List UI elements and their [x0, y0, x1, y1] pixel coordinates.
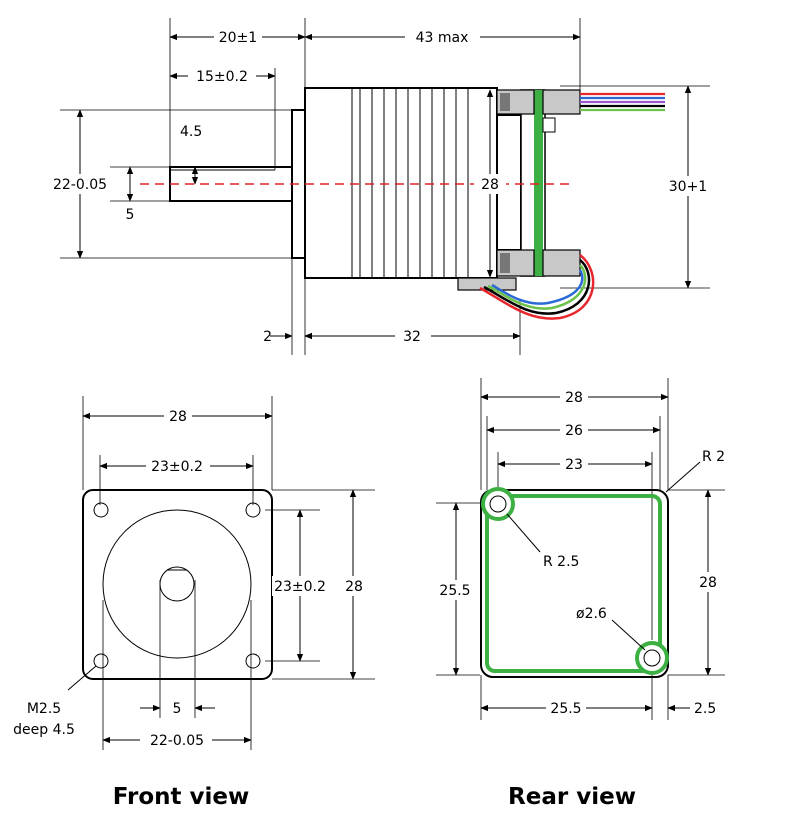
label-rear-left: 25.5 — [439, 583, 470, 599]
cooling-fins — [351, 88, 469, 278]
label-pcb-height: 30+1 — [669, 179, 707, 195]
label-front-holes-h: 23±0.2 — [151, 459, 203, 475]
side-view: 20±1 43 max 15±0.2 4.5 22-0.05 5 28 30+1… — [40, 18, 716, 355]
mount-hole-bl — [93, 653, 109, 669]
label-flat-depth: 4.5 — [180, 124, 202, 140]
label-corner-radius: R 2 — [702, 449, 725, 465]
connector-bottom-right — [542, 249, 581, 277]
label-bg — [272, 576, 328, 596]
label-thread-line1: M2.5 — [27, 701, 61, 717]
rear-hole-br — [643, 649, 661, 667]
label-rear-width: 28 — [565, 390, 583, 406]
label-bg — [560, 454, 588, 474]
mount-hole-tr — [245, 502, 261, 518]
label-bg — [405, 26, 480, 46]
rear-view: 28 26 23 R 2 R 2.5 ø2.6 25.5 28 25.5 2.5… — [436, 378, 725, 810]
label-total-length: 43 max — [416, 30, 469, 46]
label-thread-line2: deep 4.5 — [13, 722, 75, 738]
label-body-length: 32 — [403, 329, 421, 345]
label-bg — [560, 387, 588, 407]
label-pad-radius: R 2.5 — [543, 554, 579, 570]
leader-pad-radius — [506, 513, 541, 553]
label-front-height: 28 — [345, 579, 363, 595]
label-rear-holes: 23 — [565, 457, 583, 473]
label-shaft-visible: 15±0.2 — [196, 69, 248, 85]
label-bg — [140, 730, 212, 750]
label-rear-bottom: 25.5 — [550, 701, 581, 717]
label-bg — [660, 176, 716, 196]
front-shaft — [159, 566, 195, 602]
rear-hole-tl — [489, 495, 507, 513]
label-bg — [188, 66, 256, 86]
label-bg — [395, 326, 431, 346]
label-pilot-dia: 22-0.05 — [53, 177, 107, 193]
label-bg — [164, 406, 192, 426]
label-shaft-length: 20±1 — [219, 30, 257, 46]
wires-top — [580, 92, 665, 112]
label-bg — [40, 174, 118, 194]
label-rear-offset: 2.5 — [694, 701, 716, 717]
label-bg — [436, 580, 474, 600]
leader-hole-dia — [611, 619, 646, 651]
label-shaft-dia: 5 — [126, 207, 135, 223]
label-front-pilot: 22-0.05 — [150, 733, 204, 749]
front-pilot-circle — [102, 509, 252, 659]
rear-pad-br — [635, 641, 669, 675]
label-hole-dia: ø2.6 — [576, 606, 607, 622]
pcb-tab-top — [542, 117, 556, 133]
label-bg — [474, 174, 506, 194]
label-bg — [560, 420, 588, 440]
label-rear-right: 28 — [699, 575, 717, 591]
label-front-holes-v: 23±0.2 — [274, 579, 326, 595]
label-bg — [546, 698, 586, 718]
rear-view-title: Rear view — [508, 784, 636, 810]
connector-pin-top — [500, 93, 510, 111]
label-front-width: 28 — [169, 409, 187, 425]
rear-housing — [480, 489, 669, 678]
label-front-shaft: 5 — [173, 701, 182, 717]
rear-pcb-outline — [485, 494, 662, 673]
label-body-height: 28 — [481, 177, 499, 193]
label-bg — [340, 576, 368, 596]
pcb-board — [534, 90, 543, 276]
connector-pin-bottom — [500, 253, 510, 273]
front-housing — [82, 489, 273, 680]
rear-pad-tl — [481, 487, 515, 521]
leader-corner-radius — [665, 461, 701, 493]
front-view: 28 23±0.2 23±0.2 28 5 22-0.05 M2.5 deep … — [13, 396, 375, 810]
label-bg — [146, 456, 210, 476]
label-rear-pcb: 26 — [565, 423, 583, 439]
thread-leader — [67, 665, 97, 691]
wires-bottom — [479, 254, 595, 320]
mount-hole-br — [245, 653, 261, 669]
connector-top-right — [542, 89, 581, 115]
label-bg — [694, 572, 722, 592]
label-bg — [214, 26, 262, 46]
label-flange: 2 — [263, 329, 272, 345]
front-view-title: Front view — [113, 784, 249, 810]
mount-hole-tl — [93, 502, 109, 518]
